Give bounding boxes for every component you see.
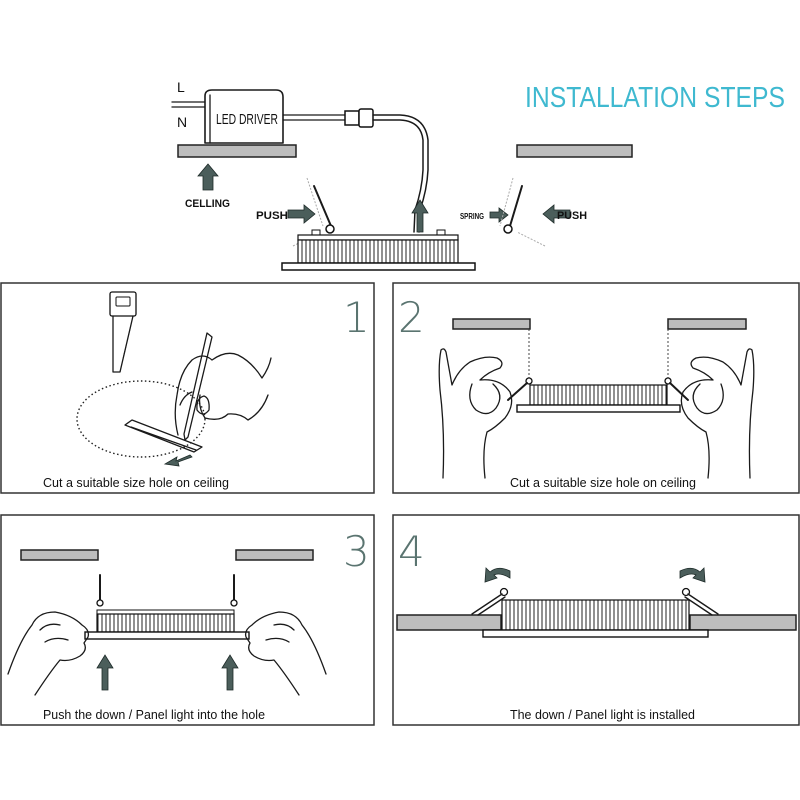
rotate-right-arrow-icon [679, 567, 706, 583]
ceiling-left [396, 614, 502, 631]
push-left-arrow-icon [287, 204, 316, 224]
step-number-4: 4 [398, 527, 425, 576]
step-4-caption: The down / Panel light is installed [510, 707, 695, 722]
step-number-3: 3 [343, 527, 370, 576]
panel-light [84, 574, 250, 640]
right-hand-icon [680, 348, 755, 479]
push-left-label: PUSH [256, 210, 288, 222]
cut-outline [76, 380, 206, 458]
step-3-caption: Push the down / Panel light into the hol… [43, 707, 265, 722]
step-1-panel: 1 Cut a suitable size hole on ceiling [0, 282, 375, 494]
cut-slot [124, 419, 203, 453]
ceiling-left [177, 144, 297, 158]
cut-direction-arrow-icon [163, 454, 193, 467]
ceiling-right [516, 144, 633, 158]
step-number-2: 2 [398, 293, 425, 342]
ceiling-right [667, 318, 747, 330]
panel-light-overview [281, 229, 476, 271]
spring-label: SPRING [460, 212, 484, 221]
push-right-arrow-icon [542, 204, 571, 224]
ceiling-right [689, 614, 797, 631]
left-hand-icon [438, 348, 513, 479]
cable-up-arrow-icon [411, 199, 429, 233]
rotate-left-arrow-icon [484, 567, 511, 583]
push-right-label: PUSH [557, 210, 587, 222]
ceiling-arrow-icon [197, 163, 219, 191]
step-2-panel: 2 Cut a suitable size hole on ceiling [392, 282, 800, 494]
installation-title: INSTALLATION STEPS [525, 82, 785, 114]
wire-label-n: N [177, 114, 187, 130]
cable-connector [282, 108, 429, 233]
left-hand-icon [7, 611, 90, 696]
right-hand-icon [244, 611, 327, 696]
panel-light [507, 377, 689, 413]
ceiling-label: CELLING [185, 198, 230, 210]
step-4-panel: 4 The down / Panel light is installed [392, 514, 800, 726]
step-2-caption: Cut a suitable size hole on ceiling [510, 475, 696, 490]
push-up-arrow-right-icon [221, 654, 239, 691]
spring-arrow-icon [489, 207, 509, 223]
led-driver-label: LED DRIVER [216, 111, 278, 128]
step-3-panel: 3 Push the down / Panel light into the h… [0, 514, 375, 726]
panel-light-installed [471, 587, 719, 638]
step-number-1: 1 [343, 293, 370, 342]
overview: INSTALLATION STEPS L N LED DRIVER CELLIN… [171, 79, 785, 271]
ceiling-left [20, 549, 99, 561]
ceiling-left [452, 318, 531, 330]
push-up-arrow-left-icon [96, 654, 114, 691]
hand-with-pencil-icon [174, 332, 272, 441]
step-1-caption: Cut a suitable size hole on ceiling [43, 475, 229, 490]
wire-label-l: L [177, 79, 185, 95]
ceiling-right [235, 549, 314, 561]
led-driver-box: LED DRIVER [204, 89, 284, 144]
saw-icon [109, 291, 137, 373]
